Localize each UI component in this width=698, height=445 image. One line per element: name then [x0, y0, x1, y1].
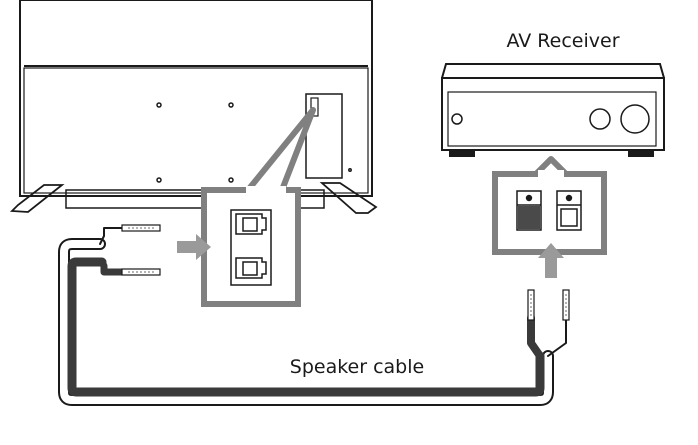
- cable-tv-lower-lead: [98, 258, 126, 276]
- receiver-speaker-terminals: [516, 190, 582, 231]
- cable-dark-conductor: [67, 257, 545, 397]
- tv-callout: [201, 107, 316, 307]
- tv-speaker-terminals: [230, 209, 272, 286]
- tv-screw-hole: [228, 102, 234, 108]
- receiver-left-foot: [449, 149, 475, 157]
- cable-tv-upper-lead: [99, 227, 123, 245]
- receiver-body: [441, 77, 665, 151]
- receiver-volume-knob: [620, 104, 650, 134]
- cable-jacket-core: [60, 240, 552, 404]
- speaker-cable: [58, 227, 567, 406]
- callout-pointer: [245, 107, 316, 192]
- callout-box: [492, 171, 607, 255]
- cable-label: Speaker cable: [290, 356, 424, 378]
- callout-box: [201, 187, 301, 307]
- tv-rear-view: [9, 0, 378, 214]
- wire-end-receiver-left: [527, 289, 535, 321]
- tv-left-foot: [9, 184, 65, 213]
- up-arrow-icon: [538, 243, 564, 278]
- tv-screw-hole: [156, 177, 162, 183]
- receiver-power-knob: [451, 113, 463, 125]
- terminal-block: [230, 209, 272, 286]
- terminal-positive-screw: [565, 194, 573, 202]
- receiver-right-foot: [628, 149, 654, 157]
- cable-split-left: [527, 314, 544, 360]
- receiver-label: AV Receiver: [506, 30, 619, 52]
- wire-ends: [121, 224, 570, 321]
- terminal-upper: [235, 213, 267, 235]
- terminal-positive-socket: [560, 208, 578, 227]
- av-receiver: [441, 63, 665, 157]
- receiver-front-panel: [447, 91, 657, 147]
- receiver-small-knob: [589, 108, 611, 130]
- terminal-upper-socket: [242, 217, 258, 232]
- tv-screw-hole: [228, 177, 234, 183]
- wire-end-receiver-right: [562, 289, 570, 321]
- tv-screw-hole: [348, 168, 352, 172]
- tv-panel-inset: [23, 67, 369, 194]
- tv-terminal-slot: [310, 97, 319, 117]
- right-arrow-icon: [177, 234, 211, 260]
- terminal-lower-socket: [242, 261, 258, 276]
- cable-split-right: [547, 317, 567, 357]
- callout-box-inner-mask: [246, 186, 286, 194]
- callout-box-inner-mask: [538, 170, 564, 178]
- terminal-negative-screw: [525, 194, 533, 202]
- tv-right-foot: [319, 182, 378, 214]
- terminal-lower: [235, 257, 267, 279]
- tv-bottom-bar: [65, 189, 325, 209]
- tv-screw-hole: [156, 102, 162, 108]
- receiver-callout: [492, 156, 607, 255]
- receiver-top: [441, 63, 665, 79]
- tv-body: [19, 0, 373, 197]
- terminal-negative-fill: [518, 206, 540, 229]
